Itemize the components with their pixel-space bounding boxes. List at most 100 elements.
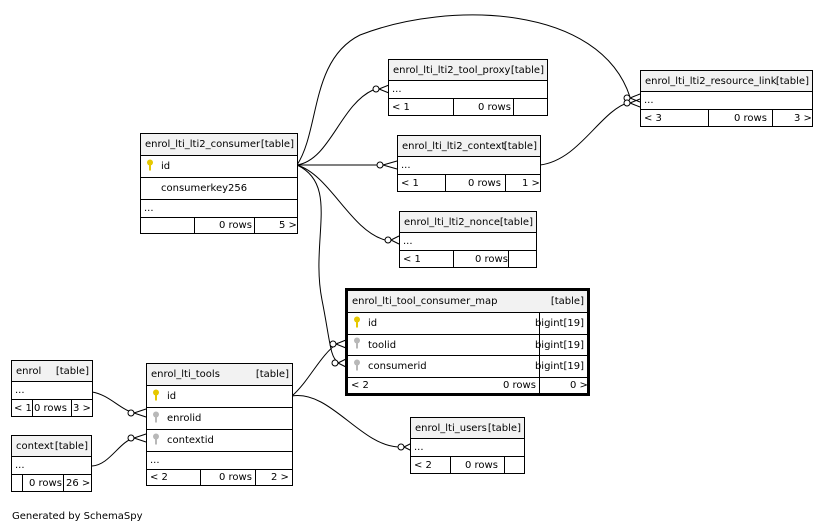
table-footer: < 1 0 rows [400, 250, 536, 267]
ellipsis-row: ... [12, 381, 92, 399]
column-row[interactable]: id [141, 155, 297, 177]
table-tag: [table] [499, 216, 533, 228]
table-header[interactable]: enrol_lti_users [table] [411, 418, 524, 438]
column-row[interactable]: id [147, 385, 292, 407]
row-count: 0 rows [478, 101, 511, 113]
edge-consumer-nonce [296, 164, 386, 241]
table-tag: [table] [487, 422, 521, 434]
column-name: id [368, 318, 378, 329]
ellipsis-row: ... [12, 456, 91, 474]
column-name: contextid [167, 435, 214, 446]
table-tag: [table] [503, 140, 537, 152]
parents-link[interactable]: < 2 [150, 472, 168, 483]
column-name: consumerkey256 [161, 183, 248, 194]
table-header[interactable]: enrol_lti_tool_consumer_map [table] [348, 291, 587, 312]
column-row[interactable]: consumerid bigint[19] [348, 355, 587, 377]
children-link[interactable]: 26 > [66, 477, 91, 489]
ellipsis-row: ... [400, 232, 536, 250]
column-name: id [167, 391, 177, 402]
table-enrol[interactable]: enrol [table] ... < 1 0 rows 3 > [11, 360, 93, 417]
children-link[interactable]: 1 > [522, 177, 540, 189]
table-header[interactable]: enrol_lti_tools [table] [147, 364, 292, 385]
column-row[interactable]: id bigint[19] [348, 312, 587, 334]
column-row[interactable]: consumerkey256 [141, 177, 297, 199]
edge-marker [127, 434, 135, 442]
edge-marker [376, 161, 384, 169]
table-enrol-lti-tools[interactable]: enrol_lti_tools [table] id enrolid conte… [146, 363, 293, 486]
ellipsis: ... [403, 236, 413, 247]
children-link[interactable]: 2 > [271, 472, 289, 483]
table-name[interactable]: enrol_lti_tools [151, 369, 220, 380]
table-footer: < 2 0 rows 2 > [147, 469, 292, 485]
table-enrol-lti-lti2-nonce[interactable]: enrol_lti_lti2_nonce [table] ... < 1 0 r… [399, 211, 537, 268]
column-type: bigint[19] [534, 318, 584, 329]
ellipsis: ... [644, 95, 654, 106]
table-name[interactable]: enrol_lti_users [415, 422, 487, 434]
ellipsis: ... [15, 385, 25, 396]
children-link[interactable]: 5 > [279, 220, 297, 231]
column-name: id [161, 161, 171, 172]
table-footer: 0 rows 26 > [12, 474, 91, 491]
table-name[interactable]: enrol_lti_lti2_tool_proxy [393, 64, 511, 76]
row-count: 0 rows [34, 402, 67, 414]
primary-key-icon [146, 159, 154, 174]
edge-marker [384, 236, 392, 244]
table-tag: [table] [55, 365, 89, 377]
row-count: 0 rows [503, 380, 536, 391]
table-header[interactable]: enrol_lti_lti2_resource_link [table] [641, 71, 812, 91]
ellipsis-row: ... [141, 199, 297, 217]
edge-context2-resource-link [539, 101, 631, 166]
table-header[interactable]: enrol_lti_lti2_tool_proxy [table] [389, 60, 547, 80]
table-context[interactable]: context [table] ... 0 rows 26 > [11, 435, 92, 492]
parents-link[interactable]: < 1 [403, 253, 421, 265]
ellipsis-row: ... [641, 91, 812, 109]
table-header[interactable]: enrol_lti_lti2_context [table] [398, 136, 540, 156]
table-header[interactable]: enrol_lti_lti2_consumer [table] [141, 134, 297, 155]
column-name: consumerid [368, 361, 427, 372]
table-name[interactable]: enrol_lti_lti2_nonce [404, 216, 501, 228]
table-name[interactable]: enrol_lti_tool_consumer_map [352, 296, 498, 307]
table-enrol-lti-lti2-resource-link[interactable]: enrol_lti_lti2_resource_link [table] ...… [640, 70, 813, 127]
foreign-key-icon [353, 337, 361, 353]
table-name[interactable]: enrol_lti_lti2_consumer [145, 139, 261, 150]
parents-link[interactable]: < 1 [401, 177, 419, 189]
column-row[interactable]: enrolid [147, 407, 292, 429]
children-link[interactable]: 3 > [794, 112, 812, 124]
ellipsis-row: ... [398, 156, 540, 174]
table-header[interactable]: enrol_lti_lti2_nonce [table] [400, 212, 536, 232]
edge-marker [623, 99, 631, 107]
table-enrol-lti-lti2-context[interactable]: enrol_lti_lti2_context [table] ... < 1 0… [397, 135, 541, 192]
table-name[interactable]: enrol_lti_lti2_resource_link [645, 75, 777, 87]
table-tag: [table] [510, 64, 544, 76]
column-row[interactable]: toolid bigint[19] [348, 334, 587, 355]
table-name[interactable]: enrol [16, 365, 42, 377]
parents-link[interactable]: < 3 [644, 112, 662, 124]
ellipsis: ... [15, 460, 25, 471]
foreign-key-icon [152, 411, 160, 426]
table-name[interactable]: enrol_lti_lti2_context [402, 140, 506, 152]
parents-link[interactable]: < 2 [414, 459, 432, 471]
table-header[interactable]: enrol [table] [12, 361, 92, 381]
table-footer: < 1 0 rows [389, 98, 547, 115]
foreign-key-icon [152, 433, 160, 448]
parents-link[interactable]: < 1 [14, 402, 32, 414]
generated-by-label: Generated by SchemaSpy [12, 511, 143, 522]
parents-link[interactable]: < 1 [392, 101, 410, 113]
children-link[interactable]: 3 > [73, 402, 91, 414]
foreign-key-icon [353, 359, 361, 374]
column-type: bigint[19] [534, 339, 584, 351]
table-name[interactable]: context [16, 440, 54, 452]
children-link[interactable]: 0 > [570, 380, 588, 391]
table-tag: [table] [775, 75, 809, 87]
parents-link[interactable]: < 2 [351, 380, 369, 391]
edge-marker [127, 409, 135, 417]
edge-consumer-consumer-map [296, 164, 339, 363]
column-row[interactable]: contextid [147, 429, 292, 451]
row-count: 0 rows [475, 253, 508, 265]
table-enrol-lti-lti2-tool-proxy[interactable]: enrol_lti_lti2_tool_proxy [table] ... < … [388, 59, 548, 116]
table-header[interactable]: context [table] [12, 436, 91, 456]
table-enrol-lti-tool-consumer-map[interactable]: enrol_lti_tool_consumer_map [table] id b… [345, 288, 590, 396]
table-enrol-lti-lti2-consumer[interactable]: enrol_lti_lti2_consumer [table] id consu… [140, 133, 298, 234]
table-enrol-lti-users[interactable]: enrol_lti_users [table] ... < 2 0 rows [410, 417, 525, 474]
row-count: 0 rows [468, 177, 501, 189]
